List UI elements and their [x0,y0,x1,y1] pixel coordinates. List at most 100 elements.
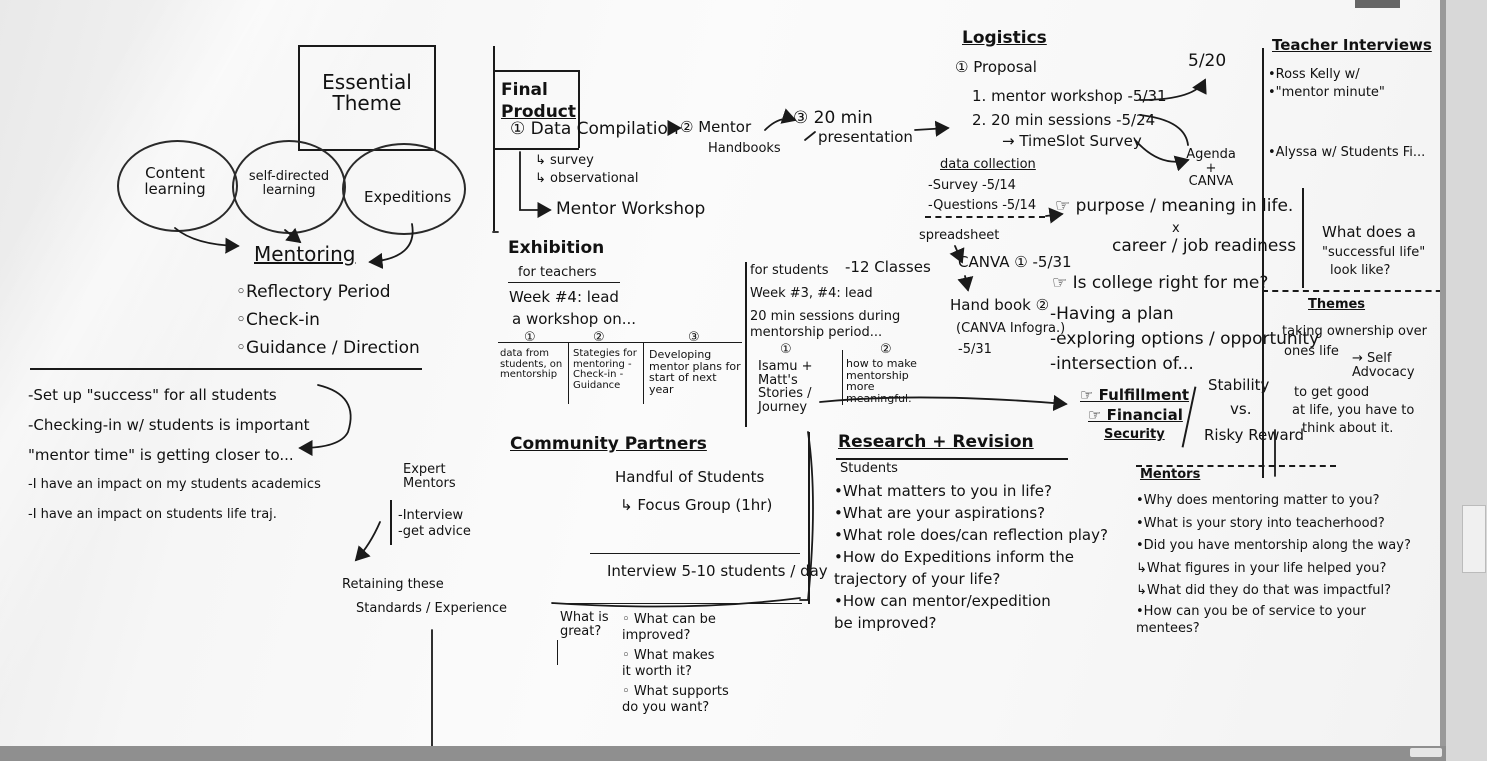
community-title: Community Partners [510,434,707,454]
board-clip [1355,0,1400,8]
mentoring-item: ◦Check-in [236,310,320,330]
community-questions-top [552,603,802,604]
arrow-goals-to-retaining [354,521,381,562]
mentors-question: •What is your story into teacherhood? [1136,515,1385,531]
purpose-items: -Having a plan -exploring options / oppo… [1050,302,1319,377]
research-questions: •What matters to you in life? •What are … [834,480,1114,634]
successful-life-1: What does a [1322,223,1416,241]
whiteboard: Essential Theme Content learning self-di… [0,0,1446,752]
arrows-layer [174,78,1276,746]
logistics-proposal-date: 5/20 [1188,51,1227,71]
arrow-purpose-link [1045,207,1064,224]
arrow-stories-to-fulfillment [819,394,1068,412]
logistics-title: Logistics [962,28,1047,48]
exhibition-students-text1: Week #3, #4: lead [750,286,873,301]
final-product-box-right [578,70,580,148]
exhibition-teacher-col: data from students, on mentorship [500,348,563,380]
final-product-step2-1: ② Mentor [680,118,752,136]
teacher-interview-item: •"mentor minute" [1268,85,1385,100]
arrow-self-to-mentoring [284,227,302,244]
mentors-question: •How can you be of service to your mente… [1136,603,1366,636]
final-product-sub: ↳ observational [535,171,639,186]
final-product-sub: ↳ survey [535,153,594,168]
goal-item: -I have an impact on my students academi… [28,477,321,492]
mentors-question: ↳What did they do that was impactful? [1136,583,1392,598]
arrow-exhibition-to-final [804,131,816,141]
divider-left [30,368,422,370]
logistics-item: 1. mentor workshop -5/31 [972,87,1167,105]
teacher-interviews-list: •Ross Kelly w/ •"mentor minute" •Alyssa … [1268,66,1425,162]
community-interview-box [590,553,800,554]
final-product-step3-1: ③ 20 min [793,108,873,128]
final-product-box-bottom [493,148,579,150]
arrow-goals-loop [298,384,352,457]
final-product-bar [493,46,495,231]
exhibition-student-col-div [842,350,843,405]
themes-line3: to get good [1294,385,1370,400]
arrow-presentation-to-logistics [914,120,950,137]
purpose-fulfillment: ☞ Fulfillment [1080,386,1190,404]
mentors-question: •Why does mentoring matter to you? [1136,493,1380,508]
logistics-proposal: ① Proposal [955,58,1037,76]
community-question: ◦ What can be improved? [622,612,716,643]
purpose-stability-3: Risky Reward [1204,426,1305,444]
purpose-item: -Having a plan [1050,304,1174,324]
successful-life-bracket [1302,188,1304,288]
purpose-item: -exploring options / opportunity [1050,329,1320,349]
purpose-college: ☞ Is college right for me? [1052,273,1269,293]
mentor-workshop-label: Mentor Workshop [556,199,706,219]
themes-arrow: → Self Advocacy [1352,351,1415,380]
themes-line1: taking ownership over [1282,324,1427,339]
purpose-financial-1: ☞ Financial [1088,406,1183,424]
themes-dash [1262,290,1440,293]
teacher-interview-item: •Ross Kelly w/ [1268,67,1360,82]
community-question: ◦ What supports do you want? [622,684,729,715]
final-product-step1-subs: ↳ survey ↳ observational [535,152,639,188]
expert-mentors-item: -Interview [398,508,464,523]
research-question: •What are your aspirations? [834,504,1046,522]
exhibition-teacher-col-num: ① [524,330,536,345]
arrow-spreadsheet-to-canva [949,245,965,264]
research-bracket [808,432,810,604]
data-collection-dash [925,216,1045,219]
logistics-item: 2. 20 min sessions -5/24 [972,111,1156,129]
goal-item: -Set up "success" for all students [28,386,277,404]
exhibition-students-count: -12 Classes [845,258,931,276]
community-line1: Handful of Students [615,468,765,486]
bracket-community-bottom [551,597,801,608]
arrow-canva-to-handbook [957,275,974,292]
pillar-circle-expeditions [342,143,466,235]
expert-mentors-list: -Interview -get advice [398,508,471,540]
retaining-line2: Standards / Experience [356,601,508,616]
essential-theme-title: Essential Theme [322,70,412,115]
logistics-agenda: Agenda + CANVA [1186,147,1236,190]
community-great-divider [557,640,558,665]
purpose-line2: career / job readiness [1112,236,1297,256]
logistics-timeslot: → TimeSlot Survey [1002,132,1142,150]
purpose-stability-1: Stability [1208,376,1270,394]
purpose-line1: ☞ purpose / meaning in life. [1055,196,1294,216]
successful-life-3: look like? [1330,263,1391,278]
essential-theme-box [298,45,436,151]
logistics-handbook-2: (CANVA Infogra.) [956,321,1066,336]
mentors-dash [1136,465,1336,468]
mentoring-list: ◦Reflectory Period ◦Check-in ◦Guidance /… [236,278,420,362]
data-collection-list: -Survey -5/14 -Questions -5/14 [928,176,1036,216]
logistics-items: 1. mentor workshop -5/31 2. 20 min sessi… [972,84,1167,132]
exhibition-col-div2 [643,342,644,404]
exhibition-students-text3: mentorship period... [750,325,883,340]
right-column-divider [1262,48,1264,478]
exhibition-students-label: for students [750,263,829,278]
data-collection-item: -Questions -5/14 [928,198,1037,213]
exhibition-teachers-text1: Week #4: lead [509,288,619,306]
themes-title: Themes [1308,297,1366,312]
mentors-label: Mentors [1140,467,1201,482]
community-interview: Interview 5-10 students / day [607,562,828,580]
exhibition-teacher-col-num: ③ [688,330,700,345]
exhibition-teacher-col-num: ② [593,330,605,345]
community-question: ◦ What makes it worth it? [622,648,715,679]
retaining-line1: Retaining these [342,577,444,592]
research-question: •How can mentor/expedition be improved? [834,592,1051,632]
themes-line5: think about it. [1302,421,1394,436]
teacher-interview-item: •Alyssa w/ Students Fi... [1268,145,1426,160]
